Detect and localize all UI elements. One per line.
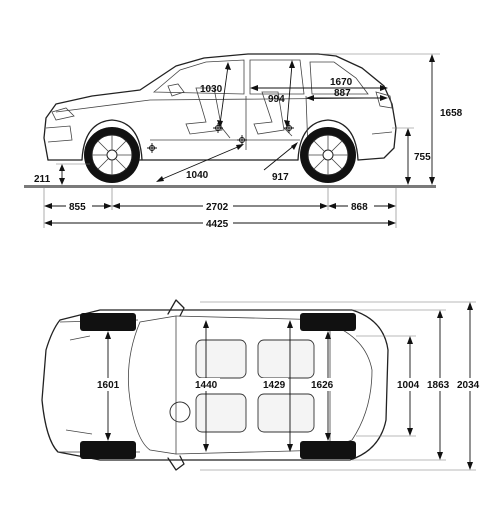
rear-track-label: 1626: [311, 380, 334, 391]
wheelbase-label: 2702: [206, 202, 229, 213]
front-seat-right: [195, 393, 247, 433]
top-view: 1601 1440 1429 1626 1004 1863 2034: [41, 299, 482, 471]
rear-seat-left: [257, 339, 315, 379]
side-car-outline: [43, 53, 397, 161]
height-dimensions: [56, 53, 440, 185]
front-track-label: 1601: [97, 380, 120, 391]
rear-legroom-label: 917: [272, 172, 289, 183]
load-sill-height-label: 755: [414, 152, 431, 163]
side-labels: 855 2702 868 4425 211 1658 755 1030 994 …: [34, 77, 463, 230]
ground-line: [24, 185, 436, 188]
rear-left-tire: [300, 313, 356, 331]
width-with-mirrors-label: 2034: [457, 380, 480, 391]
steering-wheel: [169, 401, 191, 423]
ground-clearance-label: 211: [34, 174, 51, 185]
rear-right-tire: [300, 441, 356, 459]
front-headroom-label: 1030: [200, 84, 223, 95]
interior-dimensions: [156, 60, 388, 182]
body-width-label: 1863: [427, 380, 450, 391]
front-shoulder-room-label: 1440: [195, 380, 218, 391]
front-seat-left: [195, 339, 247, 379]
front-wheel: [84, 127, 140, 183]
cargo-width-label: 1004: [397, 380, 420, 391]
overall-length-label: 4425: [206, 219, 229, 230]
front-overhang-label: 855: [69, 202, 86, 213]
cargo-floor-length-label: 887: [334, 88, 351, 99]
top-labels: 1601 1440 1429 1626 1004 1863 2034: [96, 378, 482, 391]
rear-shoulder-room-label: 1429: [263, 380, 286, 391]
overall-height-label: 1658: [440, 108, 463, 119]
front-left-tire: [80, 313, 136, 331]
top-seats: [169, 339, 315, 433]
top-wheels: [80, 313, 356, 459]
front-legroom-label: 1040: [186, 170, 209, 181]
rear-wheel: [300, 127, 356, 183]
side-view: 855 2702 868 4425 211 1658 755 1030 994 …: [24, 53, 463, 230]
rear-overhang-label: 868: [351, 202, 368, 213]
seat-reference-points: [147, 123, 294, 153]
cargo-length-top-label: 1670: [330, 77, 353, 88]
side-seats: [185, 87, 293, 139]
front-right-tire: [80, 441, 136, 459]
rear-seat-right: [257, 393, 315, 433]
rear-headroom-label: 994: [268, 94, 285, 105]
